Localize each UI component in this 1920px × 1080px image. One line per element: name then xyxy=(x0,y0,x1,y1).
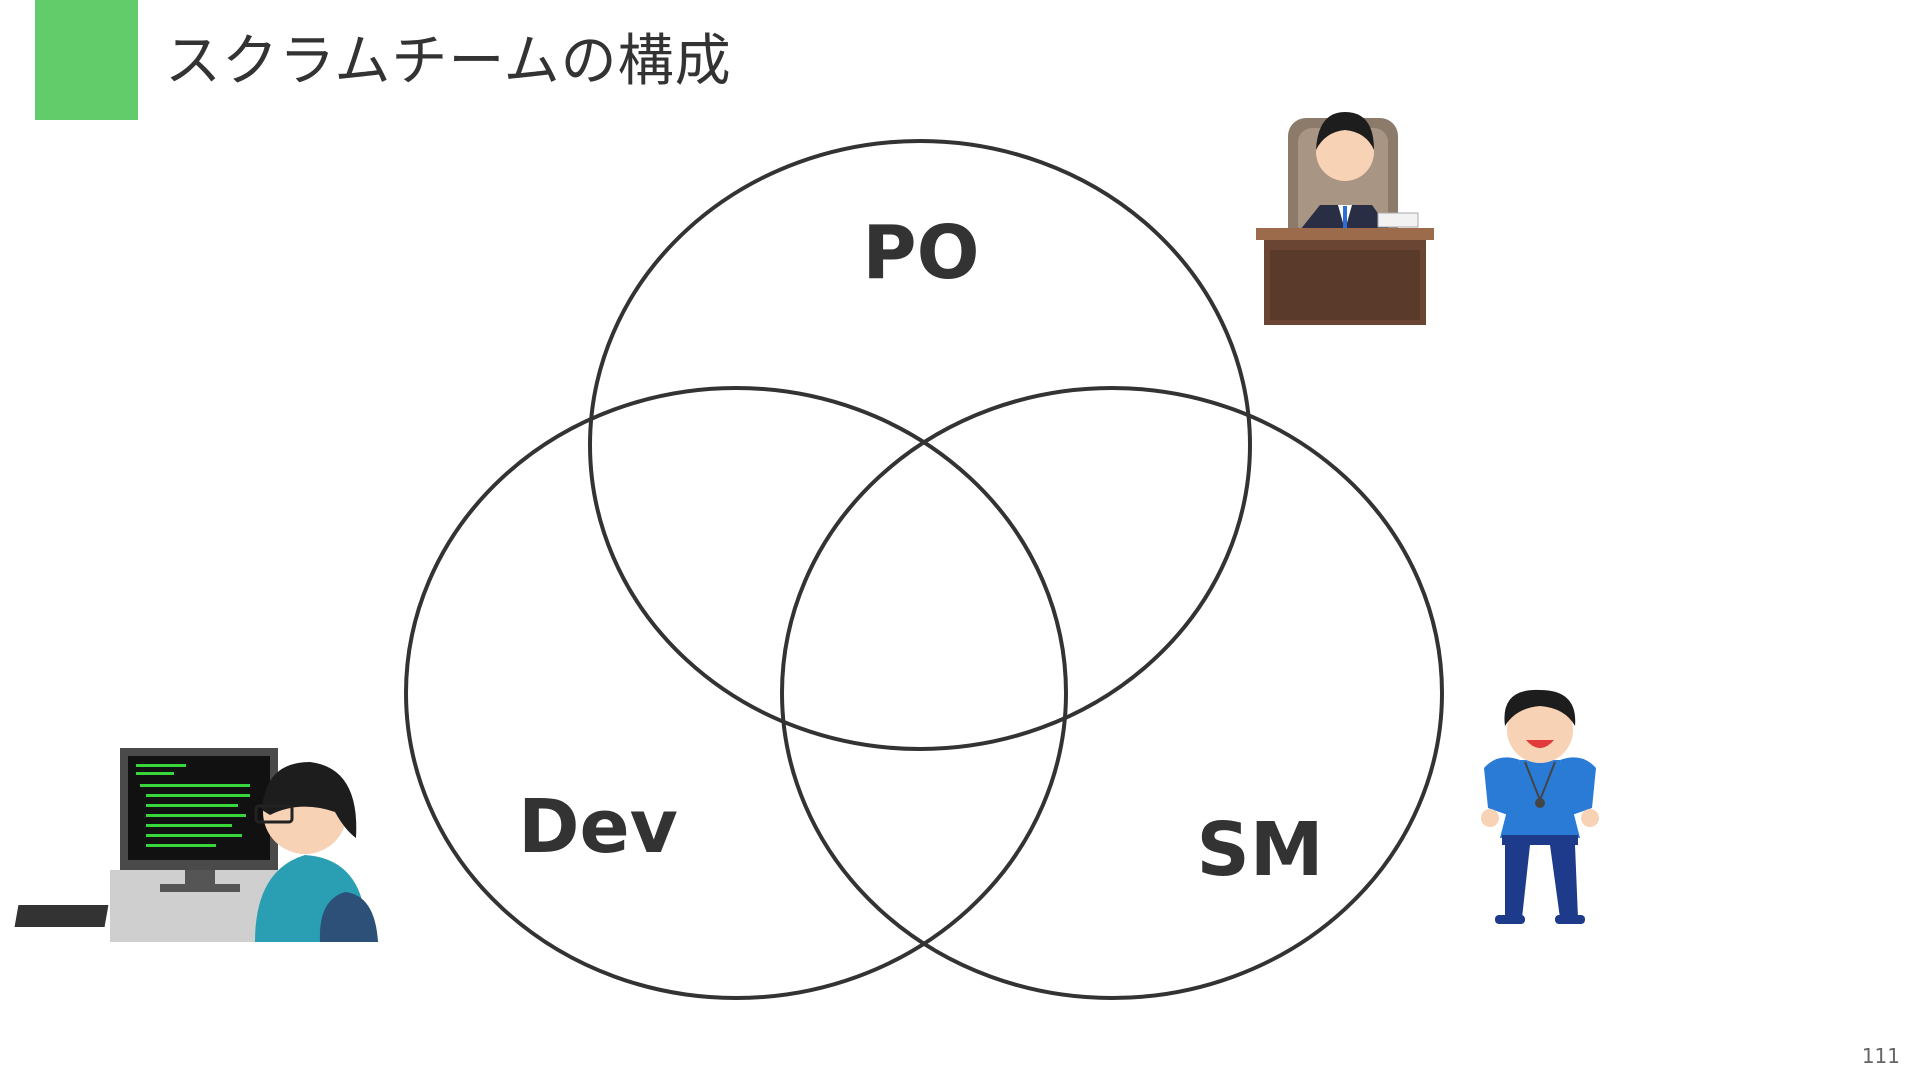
dev-circle xyxy=(406,388,1066,998)
po-label: PO xyxy=(862,210,979,296)
dev-label: Dev xyxy=(518,784,678,870)
sm-label: SM xyxy=(1197,807,1324,893)
businessman-at-desk-illustration xyxy=(1256,112,1434,325)
page-number: 111 xyxy=(1862,1044,1900,1068)
programmer-at-computer-illustration xyxy=(15,748,378,942)
coach-with-whistle-illustration xyxy=(1481,690,1599,924)
